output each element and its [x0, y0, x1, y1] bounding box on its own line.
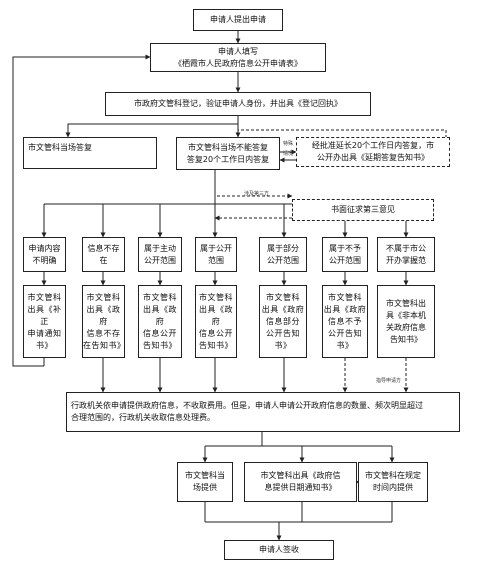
output-active: 市文管科 出具《政府 信息公开 告知书》 [138, 285, 182, 358]
output-not-exist: 市文管科 出具《政府 信息不存 在告知书》 [82, 285, 125, 358]
extend-box: 经批准延长20个工作日内答复，市 公开办出具《延期答复告知书》 [296, 137, 450, 167]
note-third-party: 涉及第三方 [244, 191, 270, 197]
note-special-1: 特殊 [283, 141, 294, 147]
output-partial: 市文管科 出具《政府 信息部分 公开告知 书》 [259, 285, 307, 358]
start-box: 申请人提出申请 [193, 9, 283, 31]
reply-now-box: 市文管科当场答复 [23, 137, 157, 169]
category-partial: 属于部分 公开范围 [259, 237, 307, 272]
category-public: 属于公开 范围 [195, 237, 237, 272]
output-not-duty: 市文管科出 具《非本机 关政府信息 告知书》 [377, 285, 435, 358]
note-special-2: 情况 [283, 151, 294, 157]
provide-notice-box: 市文管科出具《政府信 息提供日期通知书》 [244, 462, 357, 502]
output-unclear: 市文管科 出具《补正 申请通知 书》 [23, 285, 66, 358]
sign-box: 申请人签收 [224, 540, 334, 560]
category-active: 属于主动 公开范围 [138, 237, 182, 272]
dashed-reply20-to-extend-top [237, 129, 447, 137]
provide-later-box: 市文管科在规定 时间内提供 [358, 462, 428, 502]
category-non-public: 属于不予 公开范围 [322, 237, 368, 272]
register-box: 市政府文管科登记，验证申请人身份，并出具《登记回执》 [105, 92, 371, 116]
provide-now-box: 市文管科当 场提供 [177, 462, 233, 502]
output-non-public: 市文管科 出具《政府 信息不予 公开告知 书》 [322, 285, 368, 358]
reply-20-box: 市文管科当场不能答复 答复20个工作日内答复 [176, 137, 280, 170]
output-public: 市文管科 出具《政府 信息公开 告知书》 [195, 285, 237, 358]
dashed-to-third-party [214, 193, 293, 204]
fee-box: 行政机关依申请提供政府信息，不收取费用。但是，申请人申请公开政府信息的数量、频次… [66, 392, 460, 432]
third-party-box: 书面征求第三意见 [292, 199, 434, 221]
fill-form-box: 申请人填写 《栖霞市人民政府信息公开申请表》 [150, 43, 326, 72]
note-suggest: 指导申请方 [376, 378, 402, 384]
category-not-exist: 信息不存 在 [82, 237, 125, 272]
arrow-register-to-reply-now [65, 116, 239, 138]
loop-back-to-fill [12, 54, 151, 367]
category-unclear: 申请内容 不明确 [23, 237, 66, 272]
category-not-duty: 不属于市公 开办掌握范 [377, 237, 435, 272]
